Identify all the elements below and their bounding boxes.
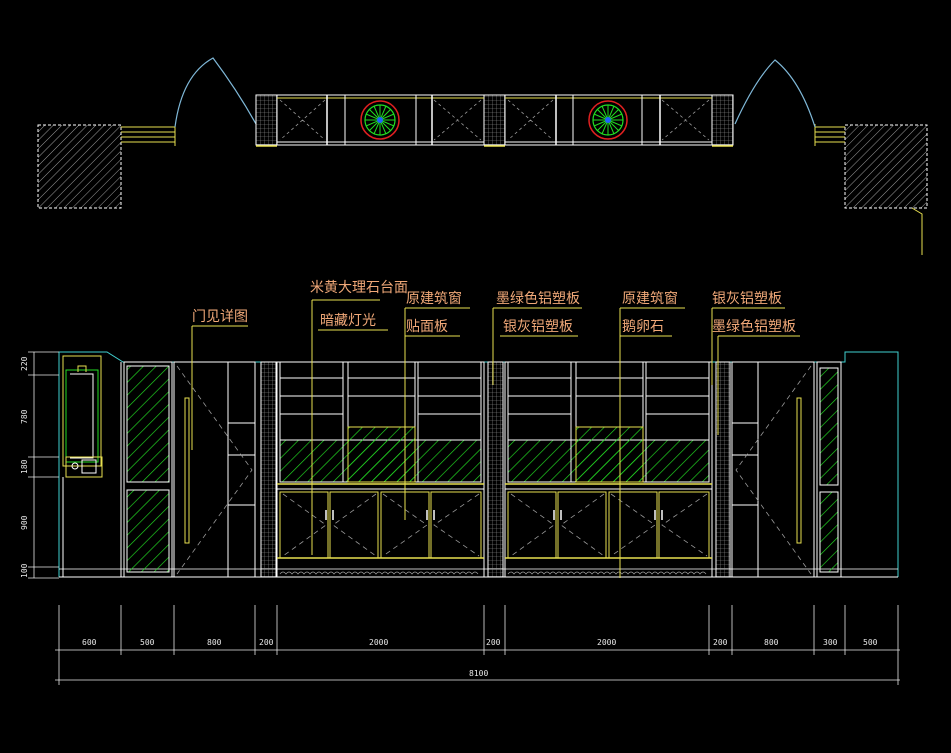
- hdim-total: 8100: [469, 669, 488, 678]
- elev-pier-left: [260, 361, 277, 578]
- vdim-0: 220: [20, 356, 29, 371]
- vertical-dimensions: 220 780 180 900 100: [20, 351, 59, 579]
- label-door-detail: 门见详图: [192, 309, 248, 325]
- vdim-3: 900: [20, 515, 29, 530]
- plan-center-pier: [483, 94, 506, 146]
- plan-left-steps: [121, 126, 176, 146]
- plan-right-steps: [814, 124, 845, 146]
- left-detail-column: [62, 355, 122, 577]
- label-silver-gray-1: 银灰铝塑板: [503, 319, 573, 335]
- label-veneer: 贴面板: [406, 319, 448, 335]
- hdim-3: 200: [259, 638, 274, 647]
- hdim-4: 2000: [369, 638, 388, 647]
- label-marble-top: 米黄大理石台面: [310, 279, 408, 296]
- hdim-1: 500: [140, 638, 155, 647]
- left-door: [173, 361, 256, 578]
- left-counter-cabinet: [276, 361, 485, 578]
- plan-right-column: [844, 124, 928, 209]
- vdim-1: 780: [20, 409, 29, 424]
- right-door: [731, 361, 815, 578]
- hdim-10: 500: [863, 638, 878, 647]
- label-hidden-light: 暗藏灯光: [320, 313, 376, 329]
- horizontal-dimensions: 600 500 800 200 2000 200 2000 200 800 30…: [55, 605, 900, 685]
- plan-left-column: [37, 124, 122, 209]
- left-glass-cabinet: [123, 361, 173, 578]
- label-pebble: 鹅卵石: [622, 318, 664, 335]
- plan-left-cabinet: [276, 94, 485, 146]
- annotation-leaders: [191, 299, 800, 578]
- hdim-0: 600: [82, 638, 97, 647]
- plan-right-leader: [911, 207, 923, 255]
- hdim-7: 200: [713, 638, 728, 647]
- hdim-2: 800: [207, 638, 222, 647]
- hdim-9: 300: [823, 638, 838, 647]
- plan-view: [37, 57, 928, 255]
- label-ink-green-2: 墨绿色铝塑板: [712, 318, 796, 335]
- hdim-6: 2000: [597, 638, 616, 647]
- elev-pier-center: [487, 361, 504, 578]
- plan-right-pier: [711, 94, 734, 146]
- label-silver-gray-2: 银灰铝塑板: [712, 291, 782, 307]
- right-glass-cabinet: [816, 361, 842, 578]
- elevation-view: [58, 351, 899, 578]
- hdim-8: 800: [764, 638, 779, 647]
- label-ink-green-1: 墨绿色铝塑板: [496, 290, 580, 307]
- plan-right-cabinet: [504, 94, 713, 146]
- vdim-4: 100: [20, 563, 29, 578]
- label-orig-window-1: 原建筑窗: [406, 290, 462, 307]
- vdim-2: 180: [20, 459, 29, 474]
- label-orig-window-2: 原建筑窗: [622, 290, 678, 307]
- right-counter-cabinet: [504, 361, 713, 578]
- plan-right-door-arc: [734, 59, 816, 128]
- plan-left-pier: [255, 94, 278, 146]
- annotation-labels: 门见详图 米黄大理石台面 暗藏灯光 原建筑窗 贴面板 墨绿色铝塑板 银灰铝塑板 …: [192, 279, 796, 335]
- elev-pier-right: [715, 361, 731, 578]
- plan-left-door-arc: [174, 57, 257, 128]
- hdim-5: 200: [486, 638, 501, 647]
